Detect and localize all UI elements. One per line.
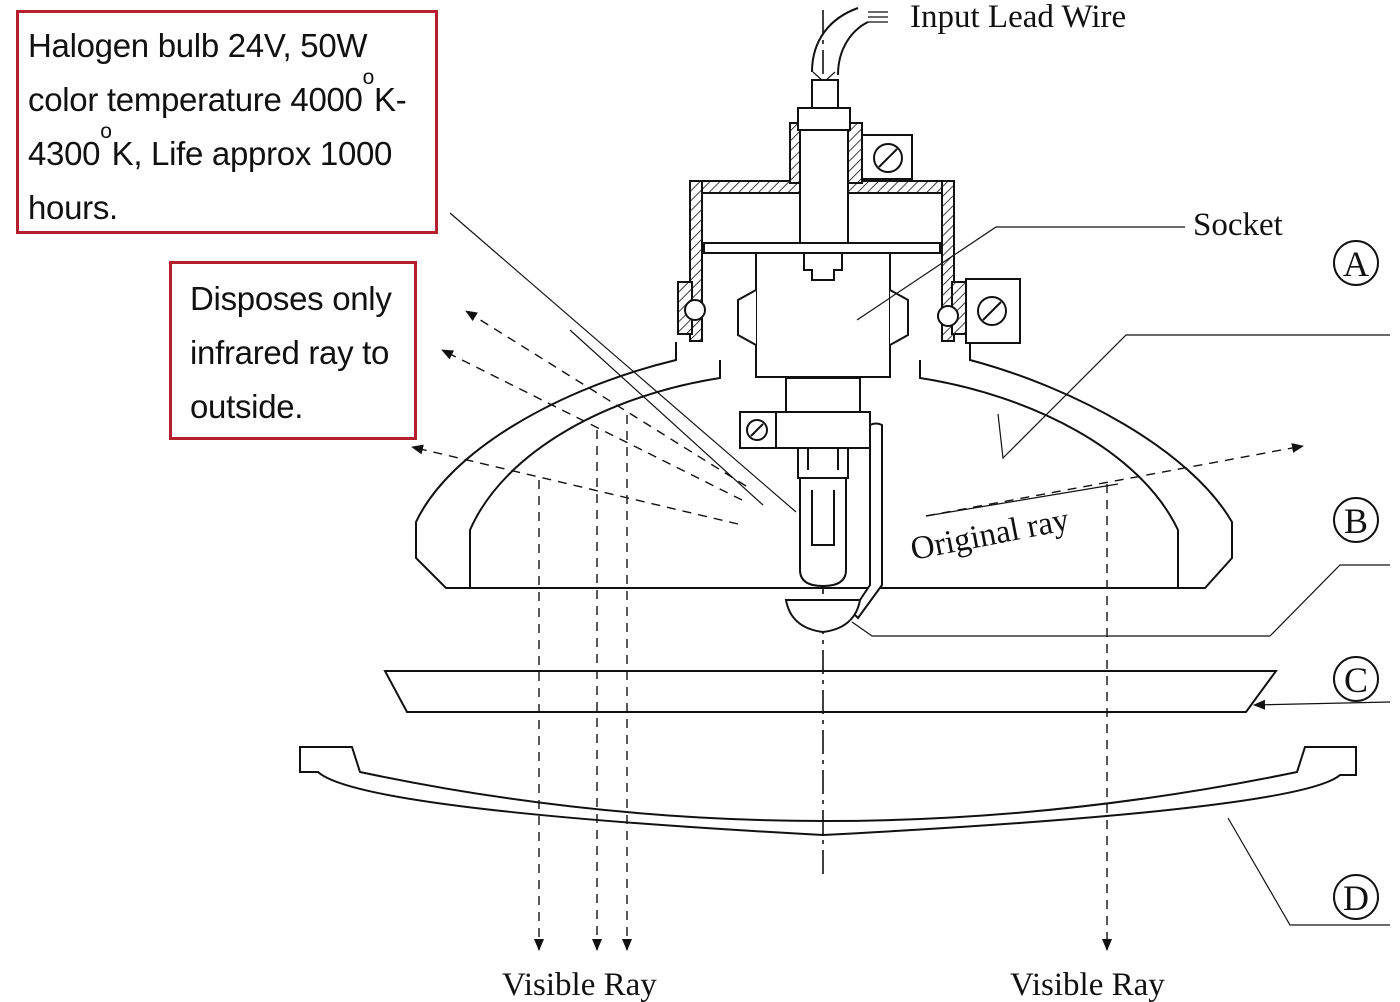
svg-text:A: A (1343, 244, 1369, 284)
input-lead-wire-label: Input Lead Wire (910, 0, 1126, 35)
socket-leader-line (856, 226, 1185, 321)
original-ray-line (925, 483, 1119, 517)
degree-mark: o (362, 66, 375, 89)
infrared-ray (411, 444, 739, 525)
spec-leader-line (569, 329, 764, 506)
ir-line-3: outside. (190, 388, 304, 425)
spec-text: K, Life approx 1000 (111, 135, 393, 172)
spec-line-2: color temperature 4000oK- (28, 67, 435, 127)
part-b-leader-line (851, 564, 1390, 637)
spec-line-1: Halogen bulb 24V, 50W (28, 27, 368, 64)
spec-text: 4300 (28, 135, 101, 172)
spec-leader-line (449, 212, 797, 513)
ir-line-2: infrared ray to (190, 334, 390, 371)
svg-text:C: C (1344, 660, 1368, 700)
spec-line-3: 4300oK, Life approx 1000 (28, 121, 435, 181)
front-lens (299, 746, 1357, 837)
infrared-callout: Disposes only infrared ray to outside. (169, 261, 417, 440)
screw-icon (739, 411, 777, 449)
spec-text: color temperature 4000 (28, 81, 363, 118)
part-c-leader-line (1253, 699, 1391, 710)
part-d-leader-line (1227, 817, 1390, 926)
infrared-ray (441, 349, 743, 501)
infrared-ray (465, 310, 747, 487)
degree-mark: o (100, 120, 112, 143)
spec-line-4: hours. (28, 189, 118, 226)
screw-icon (965, 278, 1021, 344)
ir-line-1: Disposes only (190, 280, 392, 317)
part-a-marker: A (1333, 240, 1379, 286)
input-lead-wire (811, 7, 888, 109)
socket-label: Socket (1193, 207, 1283, 243)
part-c-marker: C (1333, 656, 1379, 702)
halogen-bulb (775, 377, 883, 620)
bulb-spec-callout: Halogen bulb 24V, 50W color temperature … (16, 10, 438, 234)
part-b-marker: B (1333, 497, 1379, 543)
socket-housing (677, 107, 967, 378)
screw-icon (861, 134, 913, 180)
reflector (415, 342, 1233, 589)
original-ray-label: Original ray (908, 502, 1073, 568)
svg-text:D: D (1343, 878, 1369, 918)
visible-ray-left-label: Visible Ray (502, 967, 657, 1002)
part-d-marker: D (1333, 874, 1379, 920)
visible-ray-right-label: Visible Ray (1010, 967, 1165, 1002)
filter-glass (383, 670, 1278, 713)
reflector-cap (784, 598, 862, 634)
svg-text:B: B (1344, 501, 1368, 541)
part-a-leader-line (997, 334, 1390, 460)
spec-text: K- (374, 81, 407, 118)
